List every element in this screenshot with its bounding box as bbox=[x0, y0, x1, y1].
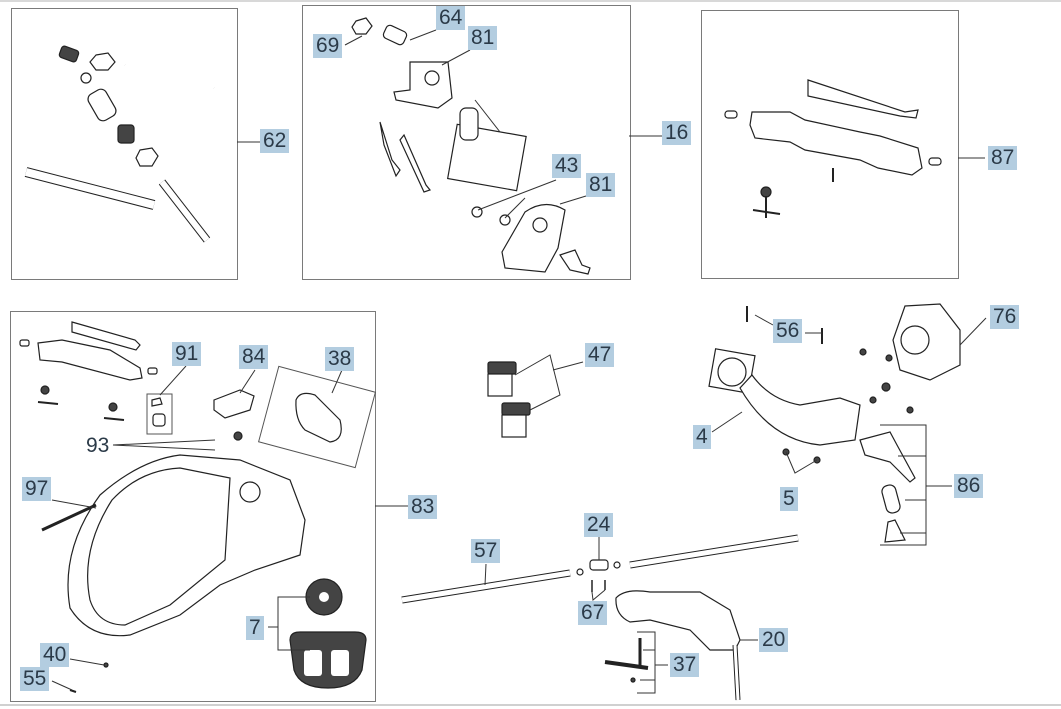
callout-67[interactable]: 67 bbox=[578, 601, 608, 625]
callout-47[interactable]: 47 bbox=[585, 343, 615, 367]
switch-assembly-art bbox=[351, 17, 591, 275]
callout-84[interactable]: 84 bbox=[239, 345, 269, 369]
callout-7[interactable]: 7 bbox=[246, 616, 264, 640]
callout-83[interactable]: 83 bbox=[408, 495, 438, 519]
callout-20[interactable]: 20 bbox=[759, 628, 789, 652]
callout-57[interactable]: 57 bbox=[471, 539, 501, 563]
callout-86[interactable]: 86 bbox=[954, 474, 984, 498]
callout-87[interactable]: 87 bbox=[988, 146, 1018, 170]
callout-62[interactable]: 62 bbox=[260, 129, 290, 153]
tubes-57-art bbox=[401, 534, 799, 604]
switches-47-art bbox=[487, 361, 531, 438]
motor-76-art bbox=[746, 303, 961, 464]
callout-5[interactable]: 5 bbox=[780, 487, 798, 511]
callout-4[interactable]: 4 bbox=[693, 425, 711, 449]
callout-56[interactable]: 56 bbox=[773, 319, 803, 343]
callout-55[interactable]: 55 bbox=[20, 667, 50, 691]
leader-lines bbox=[51, 29, 987, 694]
callout-64[interactable]: 64 bbox=[436, 6, 466, 30]
body-housing-art bbox=[19, 321, 377, 693]
bracket-86-art bbox=[859, 431, 916, 543]
callout-93[interactable]: 93 bbox=[86, 434, 110, 457]
handle-kit-art bbox=[724, 79, 942, 218]
callout-81-top[interactable]: 81 bbox=[468, 26, 498, 50]
callout-97[interactable]: 97 bbox=[22, 477, 52, 501]
callout-91[interactable]: 91 bbox=[172, 342, 202, 366]
callout-76[interactable]: 76 bbox=[990, 305, 1020, 329]
hose-fittings-art bbox=[24, 45, 215, 243]
group-frame-87 bbox=[701, 10, 959, 279]
callout-38[interactable]: 38 bbox=[325, 347, 355, 371]
callout-81-bottom[interactable]: 81 bbox=[586, 173, 616, 197]
callout-40[interactable]: 40 bbox=[40, 643, 70, 667]
handle-20-art bbox=[604, 590, 741, 701]
callout-69[interactable]: 69 bbox=[313, 34, 343, 58]
callout-16[interactable]: 16 bbox=[662, 121, 692, 145]
callout-43[interactable]: 43 bbox=[552, 154, 582, 178]
callout-24[interactable]: 24 bbox=[584, 513, 614, 537]
duct-4-art bbox=[708, 348, 861, 446]
callout-37[interactable]: 37 bbox=[670, 653, 700, 677]
top-divider bbox=[0, 0, 1061, 2]
bottom-divider bbox=[0, 704, 1061, 706]
